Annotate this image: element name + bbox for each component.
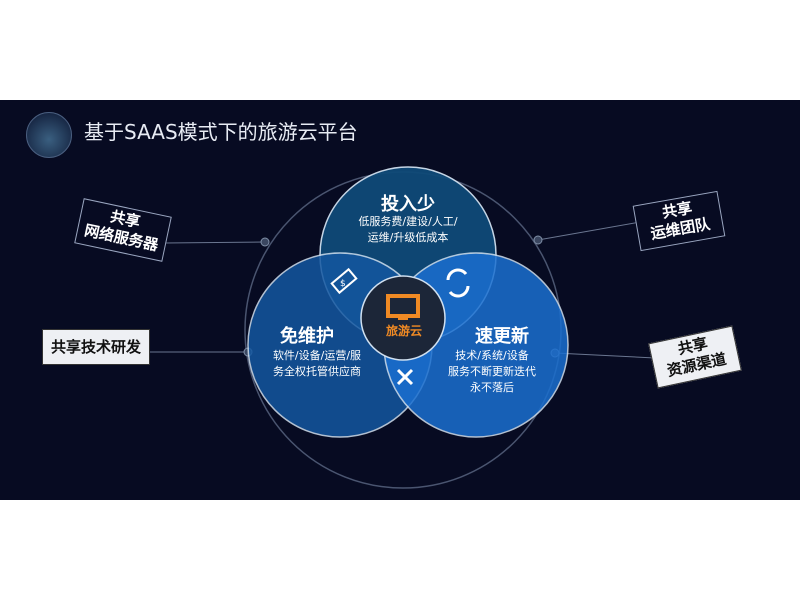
svg-text:$: $ xyxy=(340,279,346,289)
top-line2: 运维/升级低成本 xyxy=(367,231,449,244)
top-line1: 低服务费/建设/人工/ xyxy=(358,215,458,228)
left-line1: 软件/设备/运营/服 xyxy=(272,349,362,362)
right-heading: 速更新 xyxy=(475,326,529,347)
left-heading: 免维护 xyxy=(280,326,334,347)
slide-title: 基于SAAS模式下的旅游云平台 xyxy=(84,120,358,144)
right-line3: 永不落后 xyxy=(470,381,514,394)
tag-shared-rnd: 共享技术研发 xyxy=(42,329,150,365)
center-label: 旅游云 xyxy=(385,324,422,338)
left-line2: 务全权托管供应商 xyxy=(273,365,361,378)
tag-line: 共享技术研发 xyxy=(50,338,141,356)
connector-line xyxy=(164,241,266,244)
money-icon: $ xyxy=(330,267,358,295)
logo xyxy=(26,112,72,158)
connector-line xyxy=(554,352,656,359)
right-line2: 服务不断更新迭代 xyxy=(448,365,536,378)
right-line1: 技术/系统/设备 xyxy=(455,349,529,362)
slide: 基于SAAS模式下的旅游云平台 $ 旅游云 投入少 低服务费/建设/人工/ 运维… xyxy=(0,100,800,500)
venn-diagram: $ xyxy=(150,166,656,489)
connector-dot xyxy=(260,237,270,247)
connector-line xyxy=(537,221,641,241)
monitor-icon xyxy=(386,294,420,320)
tools-icon xyxy=(396,368,414,386)
connector-dot xyxy=(533,235,543,245)
top-heading: 投入少 xyxy=(381,194,435,215)
refresh-icon xyxy=(446,268,470,298)
